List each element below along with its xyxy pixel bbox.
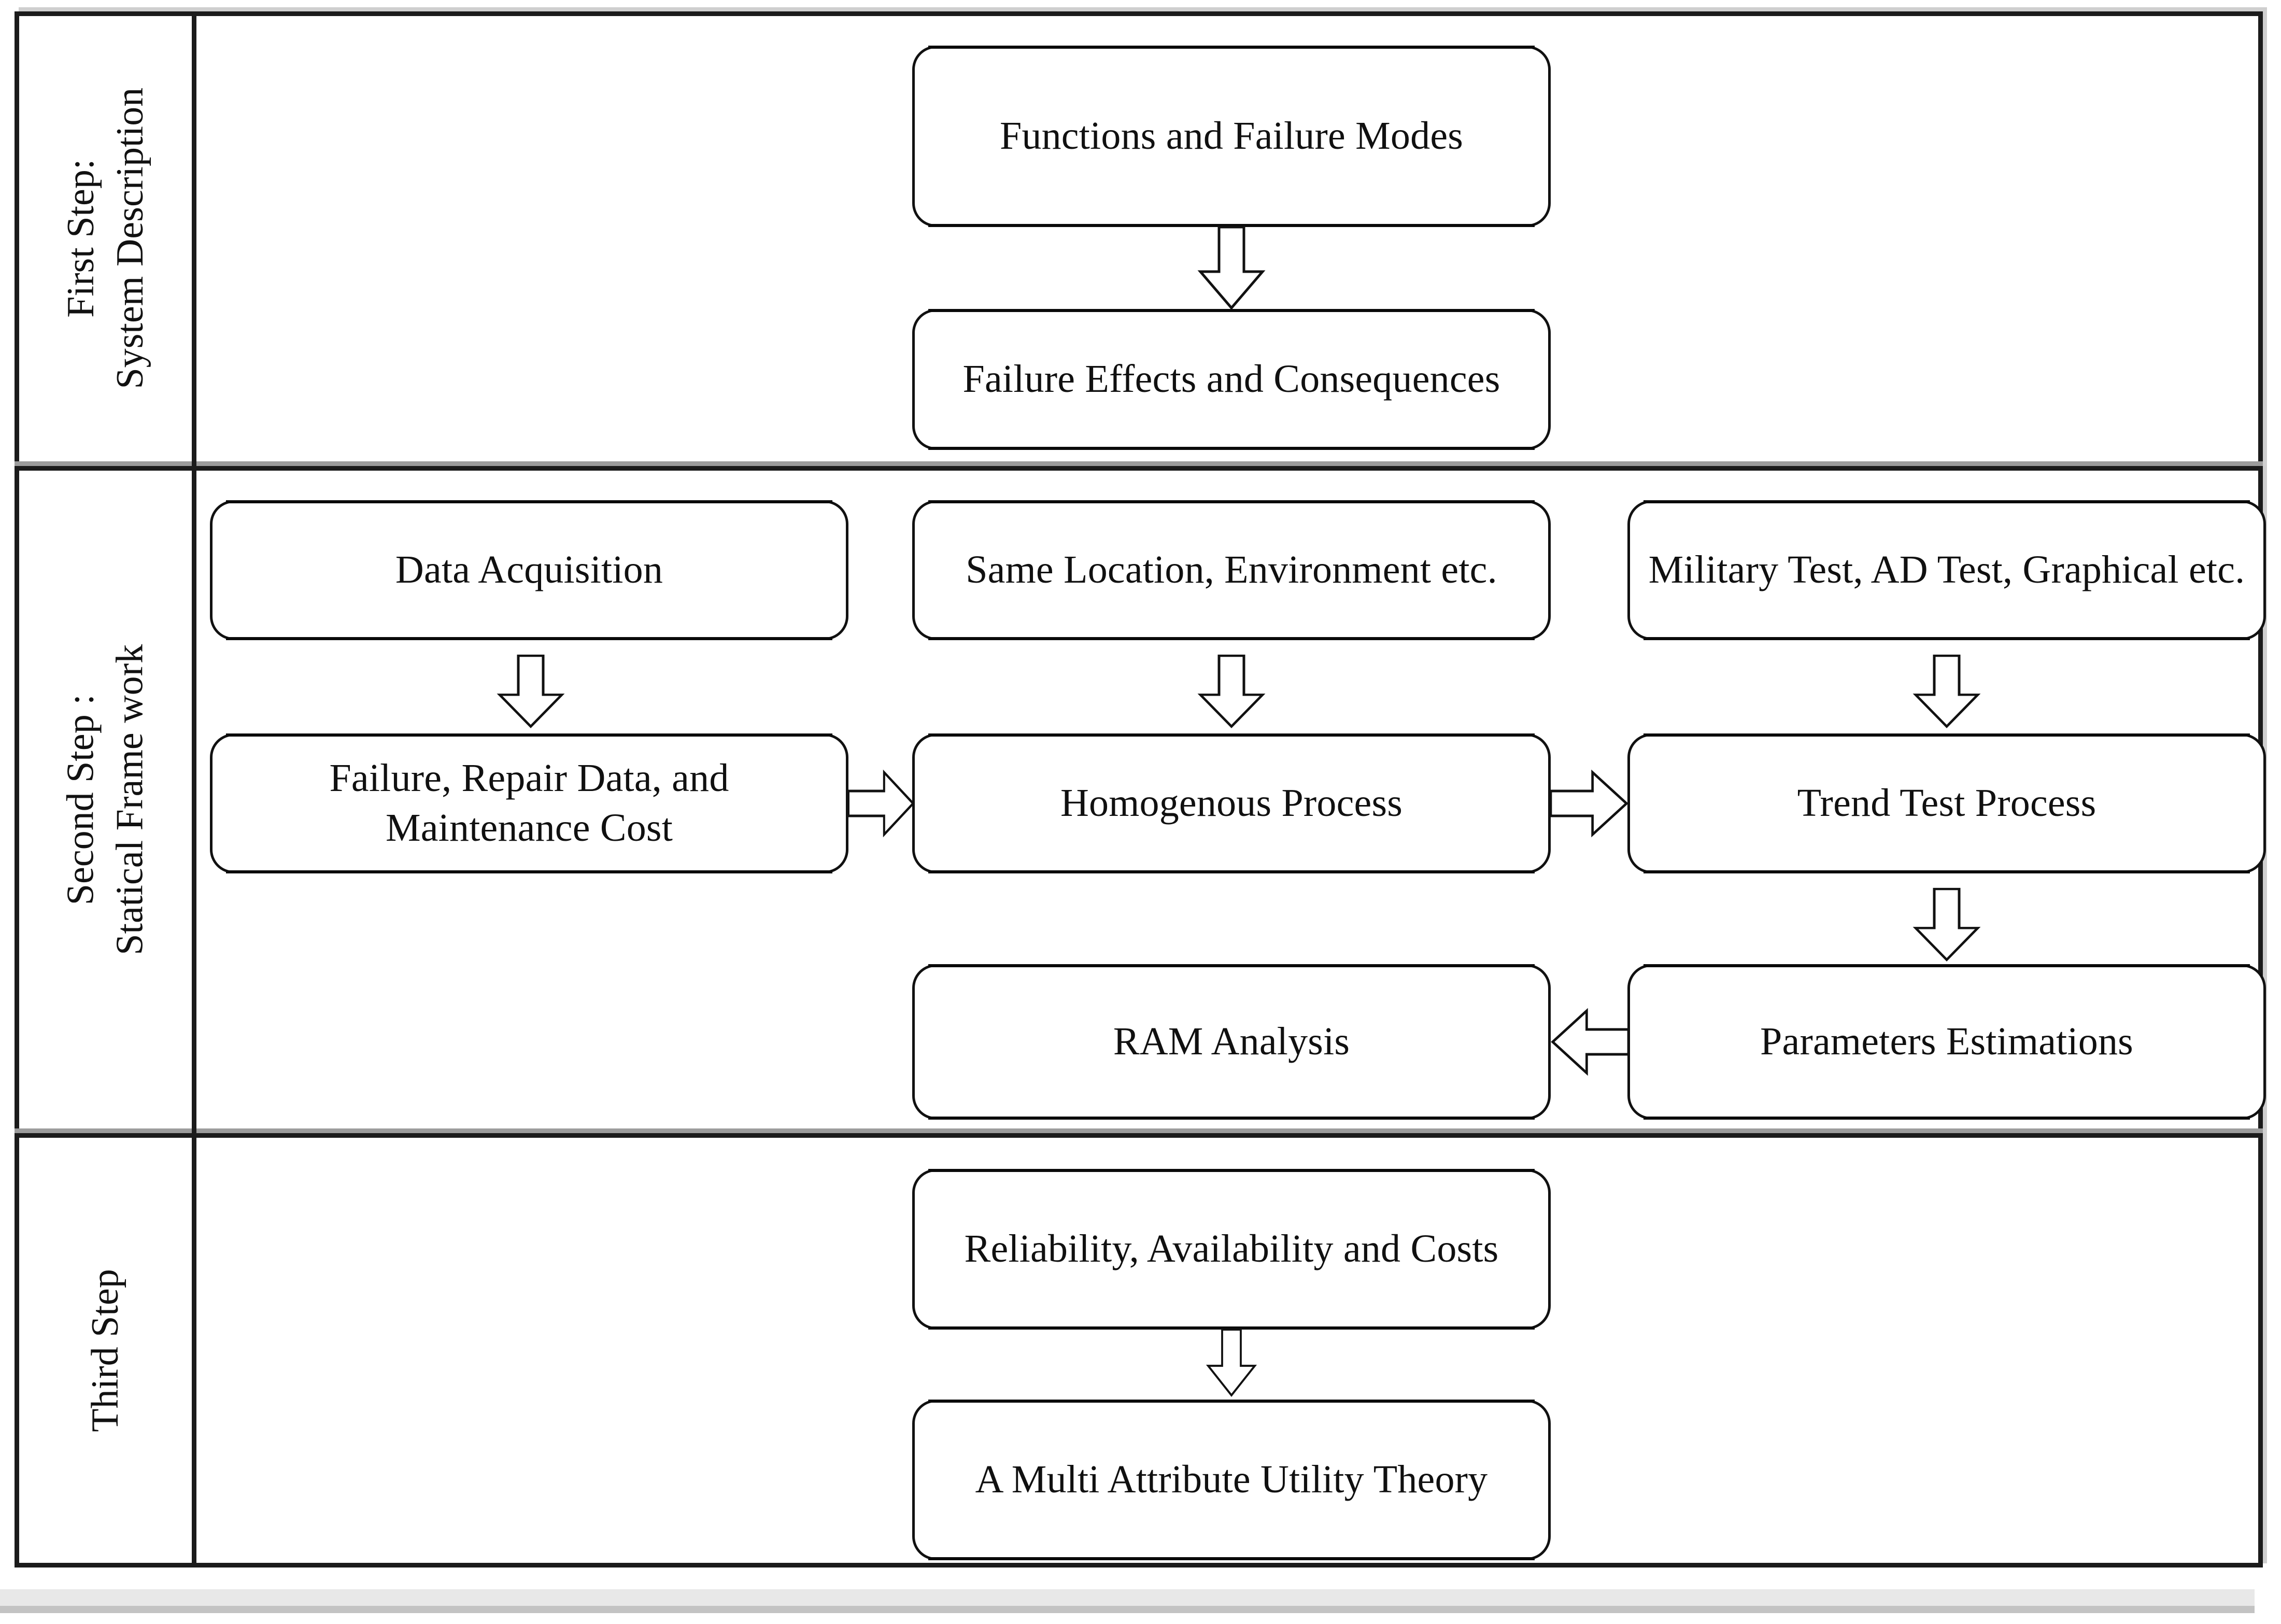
step-label-second-step-line1: Second Step : (59, 694, 102, 905)
step-label-column-divider (192, 11, 196, 1567)
row-divider-1 (15, 466, 2263, 471)
step-label-second-step-line2: Statical Frame work (108, 644, 151, 955)
arrow-parameters-to-ram-analysis-left (1551, 1008, 1630, 1076)
node-military-test-ad-test-graphical[interactable]: Military Test, AD Test, Graphical etc. (1627, 500, 2266, 640)
arrow-data-acquisition-to-failure-repair-down (497, 654, 565, 728)
step-label-first-step-line1: First Step: (59, 159, 102, 318)
arrow-trend-test-to-parameters-down (1912, 887, 1981, 962)
node-failure-effects-and-consequences[interactable]: Failure Effects and Consequences (912, 309, 1551, 450)
node-same-location-environment[interactable]: Same Location, Environment etc. (912, 500, 1551, 640)
node-a-multi-attribute-utility-theory[interactable]: A Multi Attribute Utility Theory (912, 1400, 1551, 1560)
node-data-acquisition[interactable]: Data Acquisition (210, 500, 848, 640)
node-failure-repair-data-maintenance-cost[interactable]: Failure, Repair Data, and Maintenance Co… (210, 733, 848, 873)
step-label-third-step: Third Step (19, 1138, 192, 1563)
arrow-military-test-to-trend-test-down (1912, 654, 1981, 728)
arrow-same-location-to-homogenous-down (1197, 654, 1266, 728)
step-label-first-step-line2: System Description (108, 88, 151, 389)
arrow-failure-repair-to-homogenous-right (847, 769, 915, 838)
arrow-reliability-to-mau-theory-down (1206, 1328, 1257, 1397)
step-label-second-step: Second Step : Statical Frame work (19, 471, 192, 1128)
node-homogenous-process[interactable]: Homogenous Process (912, 733, 1551, 873)
node-trend-test-process[interactable]: Trend Test Process (1627, 733, 2266, 873)
row-divider-1-highlight (15, 461, 2263, 466)
arrow-functions-to-effects-down (1197, 225, 1266, 310)
row-divider-2 (15, 1133, 2263, 1138)
node-functions-and-failure-modes[interactable]: Functions and Failure Modes (912, 46, 1551, 227)
step-label-first-step: First Step: System Description (19, 16, 192, 461)
node-ram-analysis[interactable]: RAM Analysis (912, 964, 1551, 1120)
step-label-third-step-line1: Third Step (84, 1268, 127, 1432)
page-bottom-band-edge (0, 1606, 2255, 1613)
node-parameters-estimations[interactable]: Parameters Estimations (1627, 964, 2266, 1120)
node-reliability-availability-and-costs[interactable]: Reliability, Availability and Costs (912, 1169, 1551, 1330)
row-divider-2-highlight (15, 1128, 2263, 1133)
arrow-homogenous-to-trend-test-right (1549, 769, 1628, 838)
